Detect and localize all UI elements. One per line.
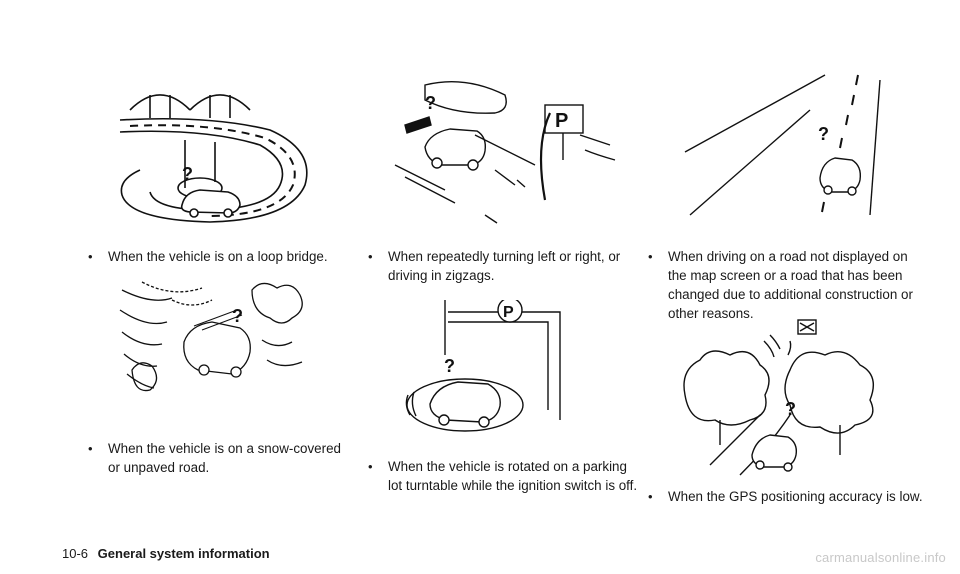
parking-sign: P: [503, 304, 514, 321]
bullet: •: [368, 249, 373, 264]
bullet: •: [648, 489, 653, 504]
caption-zigzag: • When repeatedly turning left or right,…: [368, 247, 638, 285]
bullet: •: [88, 249, 93, 264]
question-mark: ?: [818, 124, 829, 144]
zigzag-illustration: ? P: [385, 65, 620, 235]
watermark: carmanualsonline.info: [815, 550, 946, 565]
page-footer: 10-6 General system information: [62, 546, 270, 561]
question-mark: ?: [444, 356, 455, 376]
section-title: General system information: [97, 546, 270, 561]
snow-road-illustration: ?: [112, 270, 312, 400]
caption-snow-road: • When the vehicle is on a snow-covered …: [88, 439, 353, 477]
loop-bridge-illustration: ?: [110, 70, 325, 230]
caption-text: When the vehicle is on a loop bridge.: [108, 249, 328, 264]
caption-text: When the vehicle is on a snow-covered or…: [108, 441, 341, 475]
caption-low-gps: • When the GPS positioning accuracy is l…: [648, 487, 938, 506]
caption-text: When the GPS positioning accuracy is low…: [668, 489, 923, 504]
caption-text: When the vehicle is rotated on a parking…: [388, 459, 638, 493]
question-mark: ?: [425, 93, 436, 113]
caption-turntable: • When the vehicle is rotated on a parki…: [368, 457, 638, 495]
bullet: •: [368, 459, 373, 474]
bullet: •: [648, 249, 653, 264]
caption-text: When repeatedly turning left or right, o…: [388, 249, 621, 283]
new-road-illustration: ?: [680, 70, 890, 220]
low-gps-illustration: ?: [680, 315, 880, 480]
caption-new-road: • When driving on a road not displayed o…: [648, 247, 923, 323]
question-mark: ?: [232, 306, 243, 326]
caption-loop-bridge: • When the vehicle is on a loop bridge.: [88, 247, 358, 266]
turntable-illustration: P ?: [400, 300, 570, 440]
question-mark: ?: [785, 399, 796, 419]
parking-sign: P: [555, 110, 568, 132]
page-number: 10-6: [62, 546, 89, 561]
bullet: •: [88, 441, 93, 456]
caption-text: When driving on a road not displayed on …: [668, 249, 913, 321]
question-mark: ?: [182, 164, 193, 184]
